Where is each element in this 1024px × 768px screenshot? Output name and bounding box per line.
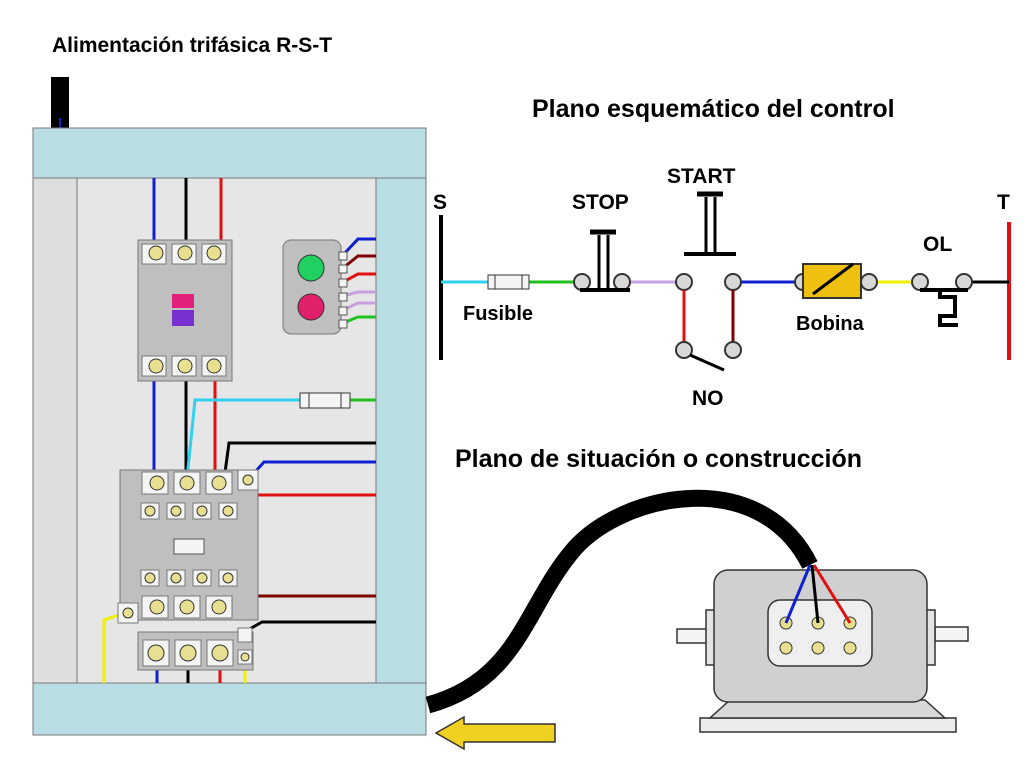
start-button: [675, 191, 742, 291]
fuse-label: Fusible: [463, 303, 533, 325]
coil-label: Bobina: [796, 313, 865, 335]
arrow-left-icon: [434, 715, 556, 751]
overload-relay: [137, 627, 254, 671]
phase-s-label: S: [433, 191, 447, 214]
pilot-light-icon: [282, 239, 348, 335]
stop-button: [573, 229, 631, 292]
layout-title: Plano de situación o construcción: [455, 445, 862, 473]
no-label: NO: [692, 387, 724, 410]
motor-cable: [425, 489, 818, 714]
phase-t-label: T: [997, 191, 1010, 214]
schematic-title: Plano esquemático del control: [532, 95, 895, 123]
start-label: START: [667, 165, 736, 188]
circuit-breaker: [137, 239, 233, 382]
supply-title: Alimentación trifásica R-S-T: [52, 34, 332, 57]
fuse-icon: [299, 392, 351, 409]
control-schematic: S T Fusible STOP: [433, 165, 1011, 410]
overload-label: OL: [923, 233, 952, 256]
no-contact: [675, 290, 742, 372]
overload-contact: [911, 273, 973, 327]
contactor: [117, 469, 259, 624]
motor-icon: [676, 564, 969, 733]
coil: [794, 262, 878, 299]
supply-cable: [51, 77, 69, 130]
schematic-fuse: [487, 274, 530, 290]
stop-label: STOP: [572, 191, 629, 214]
